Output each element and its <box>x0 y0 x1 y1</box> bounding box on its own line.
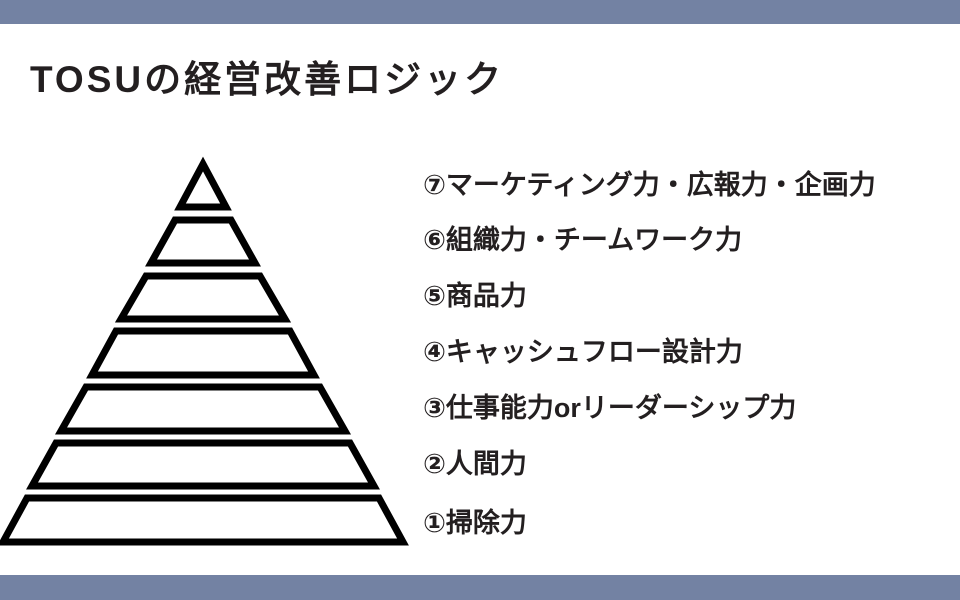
bottom-decorative-band <box>0 575 960 600</box>
item-label-1: 掃除力 <box>445 508 527 538</box>
pyramid-tier-5 <box>114 272 292 323</box>
page-title: TOSUの経営改善ロジック <box>30 59 505 100</box>
item-label-5: 商品力 <box>445 281 527 311</box>
top-decorative-band <box>0 0 960 24</box>
item-number-7: ⑦ <box>423 170 446 200</box>
list-item-7: ⑦マーケティング力・広報力・企画力 <box>423 172 876 199</box>
item-label-3: 仕事能力orリーダーシップ力 <box>445 393 797 423</box>
pyramid-tier-3 <box>54 383 352 435</box>
item-number-2: ② <box>423 449 446 479</box>
list-item-5: ⑤商品力 <box>423 283 527 310</box>
pyramid-diagram <box>0 150 410 550</box>
item-number-4: ④ <box>423 337 446 367</box>
pyramid-tier-6 <box>145 216 261 267</box>
list-item-4: ④キャッシュフロー設計力 <box>423 339 743 366</box>
item-number-6: ⑥ <box>423 225 446 255</box>
capability-list: ⑦マーケティング力・広報力・企画力 ⑥組織力・チームワーク力 ⑤商品力 ④キャッ… <box>423 150 953 550</box>
item-number-5: ⑤ <box>423 281 446 311</box>
pyramid-tier-1 <box>0 494 409 546</box>
item-number-3: ③ <box>423 393 446 423</box>
pyramid-tier-2 <box>26 439 380 490</box>
list-item-2: ②人間力 <box>423 451 527 478</box>
item-label-6: 組織力・チームワーク力 <box>445 225 743 255</box>
item-label-2: 人間力 <box>445 449 527 479</box>
list-item-6: ⑥組織力・チームワーク力 <box>423 227 742 254</box>
item-label-7: マーケティング力・広報力・企画力 <box>445 170 876 200</box>
list-item-3: ③仕事能力orリーダーシップ力 <box>423 395 796 422</box>
pyramid-tier-4 <box>86 327 320 379</box>
pyramid-tier-7 <box>174 156 232 211</box>
item-number-1: ① <box>423 508 446 538</box>
item-label-4: キャッシュフロー設計力 <box>445 337 743 367</box>
list-item-1: ①掃除力 <box>423 510 527 537</box>
